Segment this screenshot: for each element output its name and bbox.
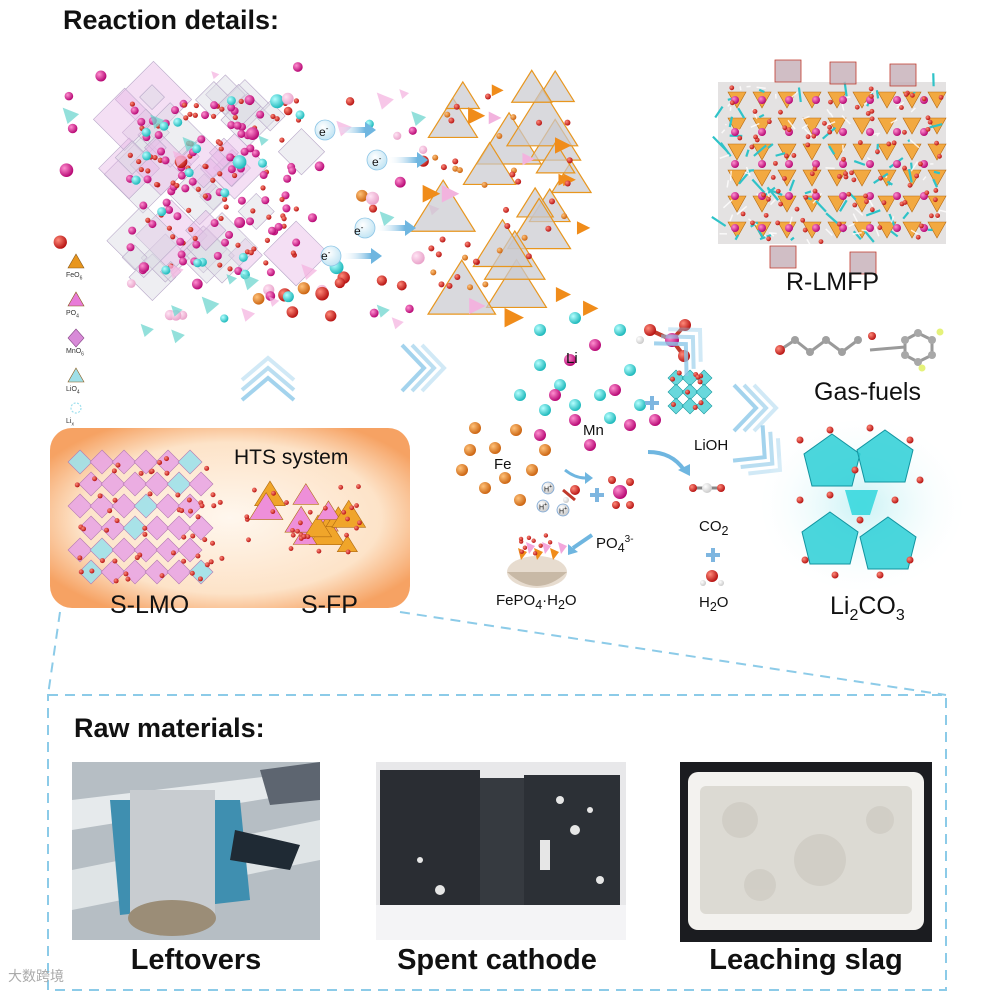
label-li2co3: Li2CO3 xyxy=(830,592,905,624)
photo-spent-cathode xyxy=(376,762,626,940)
legend-lio4-label: LiO4 xyxy=(66,386,80,396)
li2co3-structure xyxy=(762,420,962,590)
lmo-crystal-cluster xyxy=(92,60,329,302)
legend-po4-label: PO4 xyxy=(66,310,79,320)
raw-materials-frame xyxy=(47,611,947,991)
label-h2o: H2O xyxy=(699,594,729,614)
electron-label-3: e- xyxy=(354,223,364,238)
molecules xyxy=(775,328,944,372)
caption-leaching-slag: Leaching slag xyxy=(709,944,903,976)
label-po4-ion: PO43- xyxy=(596,534,634,555)
watermark: 大数跨境 xyxy=(8,968,64,984)
flow-arrows xyxy=(240,119,783,562)
label-lioh: LiOH xyxy=(694,437,729,454)
label-li: Li xyxy=(566,350,578,367)
label-fepo4-h2o: FePO4·H2O xyxy=(496,592,577,612)
legend-po4-icon xyxy=(67,291,85,307)
legend-feo6-icon xyxy=(67,253,85,269)
electron-label-2: e- xyxy=(372,154,382,169)
proton-label: H+ xyxy=(544,484,552,494)
label-hts-system: HTS system xyxy=(234,446,349,469)
legend-lix-label: Lix xyxy=(66,418,74,428)
label-gas-fuels: Gas-fuels xyxy=(814,378,921,406)
electron-label-1: e- xyxy=(319,124,329,139)
caption-spent-cathode: Spent cathode xyxy=(397,944,597,976)
label-s-fp: S-FP xyxy=(301,591,358,619)
photo-leftovers xyxy=(72,762,320,940)
caption-leftovers: Leftovers xyxy=(130,944,262,976)
hts-structures xyxy=(67,449,367,585)
legend-icons xyxy=(67,253,85,414)
label-co2: CO2 xyxy=(699,518,729,538)
label-fe: Fe xyxy=(494,456,512,473)
solution-ions xyxy=(456,312,725,588)
fp-crystal-cluster xyxy=(410,69,599,328)
legend-mno6-label: MnO6 xyxy=(66,348,84,358)
heading-reaction-details: Reaction details: xyxy=(63,5,280,35)
photo-leaching-slag xyxy=(680,762,932,942)
legend-feo6-label: FeO6 xyxy=(66,272,83,282)
heading-raw-materials: Raw materials: xyxy=(74,713,265,743)
rlmfp-structure xyxy=(711,59,950,275)
label-r-lmfp: R-LMFP xyxy=(786,268,880,296)
legend-lix-icon xyxy=(70,402,82,414)
proton-label: H+ xyxy=(559,506,567,516)
proton-label: H+ xyxy=(539,502,547,512)
scattered-atoms xyxy=(53,62,440,344)
label-mn: Mn xyxy=(583,422,604,439)
legend-lio4-icon xyxy=(67,367,85,383)
electron-label-4: e- xyxy=(321,248,331,263)
label-s-lmo: S-LMO xyxy=(110,591,190,619)
legend-mno6-icon xyxy=(67,328,85,348)
